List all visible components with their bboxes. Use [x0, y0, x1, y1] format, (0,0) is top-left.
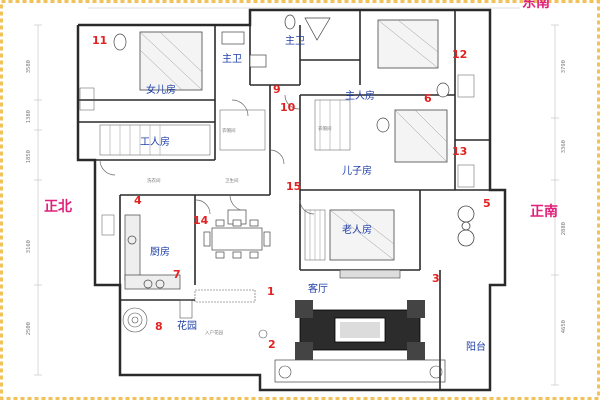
dimension-left-5: 2500	[26, 322, 32, 336]
garden-decor	[122, 289, 268, 339]
marker-12: 12	[452, 48, 468, 61]
room-son: 儿子房	[342, 166, 372, 177]
bath-fixtures	[113, 14, 450, 225]
marker-6: 6	[424, 92, 432, 105]
room-master-bath: 主卫	[285, 36, 305, 47]
dimension-left-2: 1380	[26, 110, 32, 124]
wardrobe-lines	[109, 100, 341, 260]
note-maid-bath: 卫生间	[225, 179, 239, 184]
dimension-left-3: 1850	[26, 150, 32, 164]
balcony-chairs	[457, 205, 475, 247]
bed-hatching	[139, 19, 448, 261]
note-closet: 衣帽间	[222, 129, 236, 134]
direction-southeast-label: 东南	[522, 0, 550, 11]
note-closet-2: 衣帽间	[318, 127, 332, 132]
dimension-right-3: 2880	[561, 222, 567, 236]
living-room-sofa-set	[274, 269, 446, 383]
dimension-right-2: 3360	[561, 140, 567, 154]
marker-1: 1	[267, 285, 275, 298]
dining-table	[203, 219, 271, 259]
outer-walls	[76, 8, 507, 392]
room-living: 客厅	[308, 284, 328, 295]
furniture-beds	[139, 19, 448, 261]
dimension-right-4: 4650	[561, 320, 567, 334]
note-laundry: 洗衣间	[147, 179, 161, 184]
marker-3: 3	[432, 272, 440, 285]
kitchen-counters	[124, 214, 181, 290]
dimension-left-4: 3160	[26, 240, 32, 254]
marker-15: 15	[286, 180, 302, 193]
dimension-lines	[34, 7, 559, 386]
dimension-left-1: 3580	[26, 60, 32, 74]
wardrobes	[99, 99, 351, 261]
room-elder: 老人房	[342, 225, 372, 236]
marker-4: 4	[134, 194, 142, 207]
marker-5: 5	[483, 197, 491, 210]
room-garden: 花园	[177, 321, 197, 332]
marker-10: 10	[280, 101, 296, 114]
marker-7: 7	[173, 268, 181, 281]
interior-walls	[78, 10, 490, 390]
marker-13: 13	[452, 145, 468, 158]
misc-boxes	[79, 74, 475, 236]
room-master: 主人房	[345, 91, 375, 102]
room-master-bath-small: 主卫	[222, 54, 242, 65]
room-daughter: 女儿房	[146, 85, 176, 96]
marker-2: 2	[268, 338, 276, 351]
room-balcony: 阳台	[466, 342, 486, 353]
direction-south-label: 正南	[530, 204, 558, 220]
marker-11: 11	[92, 34, 108, 47]
room-maid: 工人房	[140, 137, 170, 148]
note-entrance: 入户花园	[205, 331, 223, 336]
marker-14: 14	[193, 214, 209, 227]
marker-9: 9	[273, 83, 281, 96]
direction-north-label: 正北	[44, 199, 72, 215]
marker-8: 8	[155, 320, 163, 333]
room-kitchen: 厨房	[150, 247, 170, 258]
dimension-right-1: 3790	[561, 60, 567, 74]
